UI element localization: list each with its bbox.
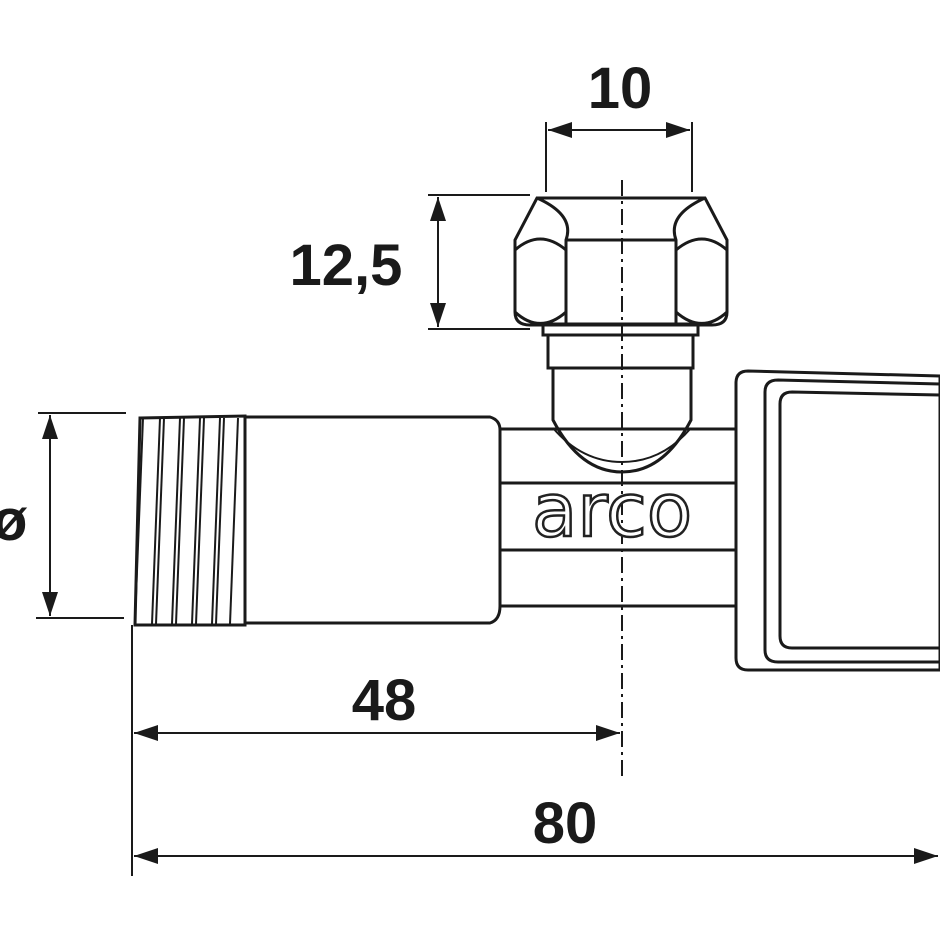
- dimension-diameter: ø: [0, 488, 28, 553]
- brand-logo: arco: [532, 468, 692, 554]
- dimension-80: 80: [533, 791, 598, 856]
- valve-handle: [734, 369, 940, 672]
- dimension-lines: [36, 122, 938, 876]
- thread-lines: [134, 417, 239, 625]
- dimension-nut-width: 10: [588, 56, 653, 121]
- threaded-inlet-pipe: [133, 414, 502, 627]
- valve-body: arco: [498, 368, 738, 608]
- dimension-48: 48: [352, 668, 417, 733]
- compression-nut: [513, 196, 729, 370]
- dimension-nut-height: 12,5: [290, 233, 403, 298]
